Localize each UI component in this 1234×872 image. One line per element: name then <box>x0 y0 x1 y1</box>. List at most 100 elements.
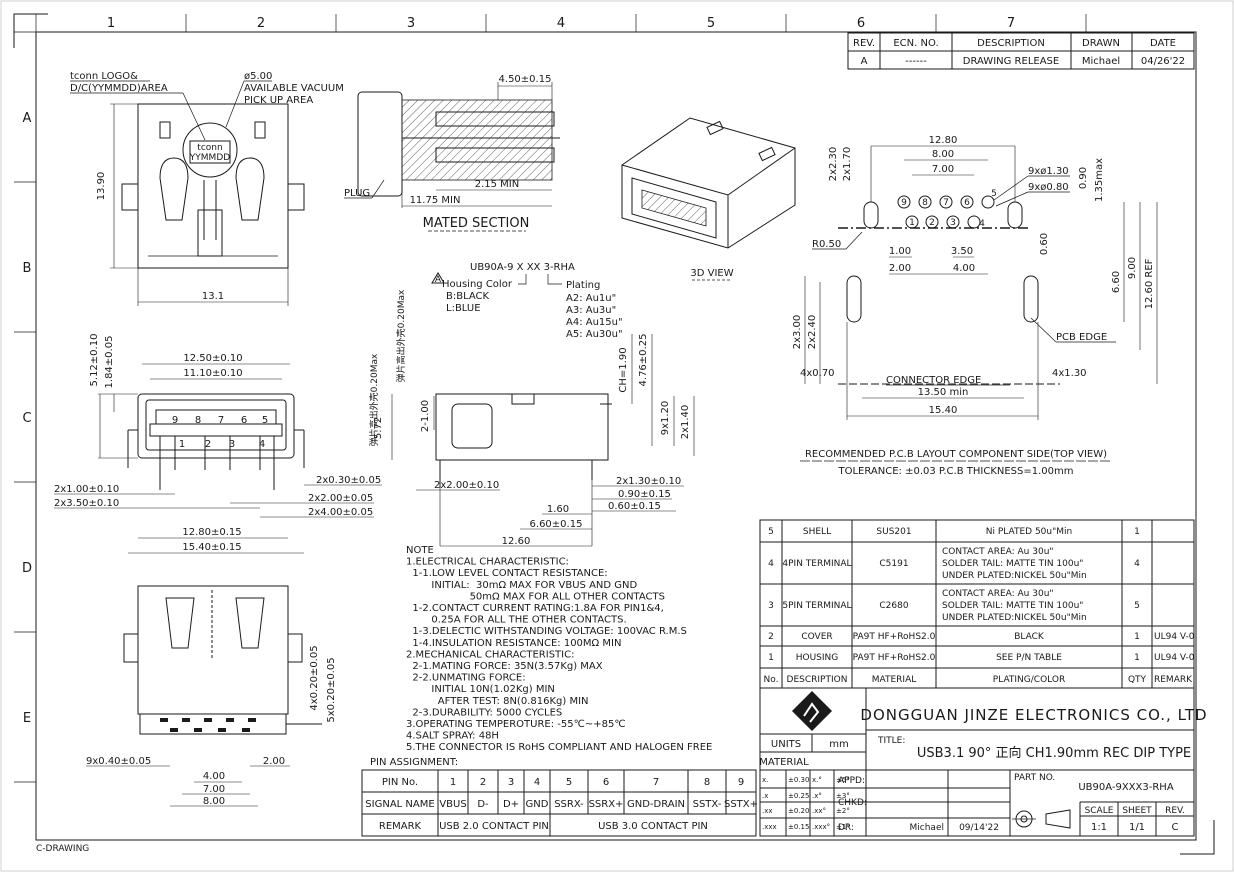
logo-note-line1: tconn LOGO& <box>70 71 138 82</box>
pcb-dim-135: 1.35max <box>1094 158 1105 202</box>
pcb-dim-4x070: 4x0.70 <box>800 368 835 379</box>
front-dim-a: 2x1.00±0.10 <box>54 484 119 495</box>
logo-note-line2: D/C(YYMMDD)AREA <box>70 83 168 94</box>
col-3: 3 <box>407 16 415 31</box>
front-view: 9 8 7 6 5 1 2 3 4 5.12±0.10 1.84±0.05 12… <box>54 334 382 554</box>
bom-no-cell: 5 <box>768 527 774 537</box>
signal-name-cell: D+ <box>503 799 519 810</box>
tolerance-cell: ±1° <box>836 823 850 831</box>
col-1: 1 <box>107 16 115 31</box>
front-dim-c: 2x0.30±0.05 <box>316 475 381 486</box>
drawing-title: USB3.1 90° 正向 CH1.90mm REC DIP TYPE <box>917 745 1191 761</box>
front-dim-width1: 12.50±0.10 <box>183 353 242 364</box>
front-dim-g: 15.40±0.15 <box>182 542 241 553</box>
bom-no-cell: 4 <box>768 559 774 569</box>
connector-edge-label: CONNECTOR EDGE <box>886 375 981 386</box>
bom-mat-cell: PA9T HF+RoHS2.0 <box>853 632 936 642</box>
pcb-pin-9: 9 <box>901 198 907 208</box>
bom-no-cell: 1 <box>768 653 774 663</box>
front-pin-9: 9 <box>172 415 178 426</box>
pcb-dim-900: 9.00 <box>1127 257 1138 279</box>
material-label: MATERIAL <box>759 757 809 768</box>
pcb-dim-2x170: 2x1.70 <box>842 147 853 182</box>
appd-label: APPD: <box>838 776 865 786</box>
front-dim-512: 5.12±0.10 <box>89 334 100 387</box>
pcb-dim-090: 0.90 <box>1078 167 1089 189</box>
row-e: E <box>23 711 31 726</box>
pcb-layout-title: RECOMMENDED P.C.B LAYOUT COMPONENT SIDE(… <box>805 449 1107 460</box>
signal-name-cell: SSTX+ <box>724 799 758 810</box>
bom-header-cell: QTY <box>1128 675 1147 685</box>
drawn-by-name: Michael <box>910 823 944 833</box>
note-line: 4.SALT SPRAY: 48H <box>406 731 499 742</box>
bom-mat-cell: C5191 <box>879 559 908 569</box>
tolerance-cell: ±5° <box>836 776 850 784</box>
note-line: 1-2.CONTACT CURRENT RATING:1.8A FOR PIN1… <box>406 603 664 614</box>
note-line: 1-4.INSULATION RESISTANCE: 100MΩ MIN <box>406 638 621 649</box>
bottom-dim-9x040: 9x0.40±0.05 <box>86 756 151 767</box>
dr-label: DR: <box>838 823 854 833</box>
pcb-edge-label: PCB EDGE <box>1056 332 1107 343</box>
front-pin-3: 3 <box>229 439 235 450</box>
row-a: A <box>23 111 32 126</box>
side-dim-572: 5.72 <box>373 417 384 439</box>
plug-label: PLUG <box>344 188 370 199</box>
pcb-dim-2x240: 2x2.40 <box>807 315 818 350</box>
pin-assignment-title: PIN ASSIGNMENT: <box>370 757 458 768</box>
remark-label: REMARK <box>379 821 422 832</box>
mated-section-title: MATED SECTION <box>423 216 530 231</box>
bom-plating-cell: UNDER PLATED:NICKEL 50u"Min <box>942 571 1087 581</box>
datecode-text: YYMMDD <box>189 153 230 163</box>
bom-remark-cell: UL94 V-0 <box>1154 632 1195 642</box>
front-dim-f: 12.80±0.15 <box>182 527 241 538</box>
part-no-label: PART NO. <box>1014 773 1055 783</box>
front-pin-5: 5 <box>262 415 268 426</box>
rev-header-rev: REV. <box>853 38 875 49</box>
plating-opt-a4: A4: Au15u" <box>566 317 623 328</box>
col-5: 5 <box>707 16 715 31</box>
pin-no-cell: 2 <box>480 777 486 788</box>
bottom-dim-5x020: 5x0.20±0.05 <box>326 657 337 722</box>
front-pin-8: 8 <box>195 415 201 426</box>
front-pin-6: 6 <box>241 415 247 426</box>
col-7: 7 <box>1007 16 1015 31</box>
top-dim-height: 13.90 <box>96 172 107 201</box>
bom-plating-cell: SOLDER TAIL: MATTE TIN 100u" <box>942 559 1083 569</box>
title-label: TITLE: <box>877 736 905 746</box>
top-dim-width: 13.1 <box>202 291 224 302</box>
rev-header-desc: DESCRIPTION <box>977 38 1045 49</box>
pcb-dim-660: 6.60 <box>1111 271 1122 293</box>
company-logo-icon <box>792 691 832 731</box>
tolerance-cell: .xx <box>762 807 773 815</box>
side-dim-2x200: 2x2.00±0.10 <box>434 480 499 491</box>
bom-plating-cell: CONTACT AREA: Au 30u" <box>942 547 1054 557</box>
bottom-dim-200: 2.00 <box>263 756 285 767</box>
pcb-pin-6: 6 <box>964 198 970 208</box>
units-label: UNITS <box>771 739 801 750</box>
pcb-dim-1540: 15.40 <box>929 405 958 416</box>
side-dim-476: 4.76±0.25 <box>638 334 649 387</box>
front-dim-e: 2x4.00±0.05 <box>308 507 373 518</box>
front-dim-b: 2x3.50±0.10 <box>54 498 119 509</box>
signal-name-cell: GND <box>526 799 549 810</box>
side-dim-2x140: 2x1.40 <box>680 405 691 440</box>
housing-opt-blue: L:BLUE <box>446 303 481 314</box>
note-line: INITIAL: 30mΩ MAX FOR VBUS AND GND <box>406 580 638 591</box>
part-code-legend: UB90A-9 X XX 3-RHA Housing Color B:BLACK… <box>431 262 623 340</box>
drawing-type-label: C-DRAWING <box>36 844 89 854</box>
plating-title: Plating <box>566 280 600 291</box>
bottom-dim-400: 4.00 <box>203 771 225 782</box>
side-note-cn1: 弹片高出外壳0.20Max <box>368 353 380 446</box>
pcb-dim-700: 7.00 <box>932 164 954 175</box>
pcb-pin-8: 8 <box>922 198 928 208</box>
chkd-label: CHKD: <box>838 798 867 808</box>
pin-no-cell: 6 <box>603 777 609 788</box>
side-dim-1260: 12.60 <box>502 536 531 547</box>
pcb-dim-r050: R0.50 <box>812 239 841 250</box>
projection-symbol-icon <box>1012 809 1071 829</box>
revision-table: REV. ECN. NO. DESCRIPTION DRAWN DATE A -… <box>847 32 1195 70</box>
bom-header-cell: MATERIAL <box>872 675 917 685</box>
bom-desc-cell: HOUSING <box>796 653 839 663</box>
